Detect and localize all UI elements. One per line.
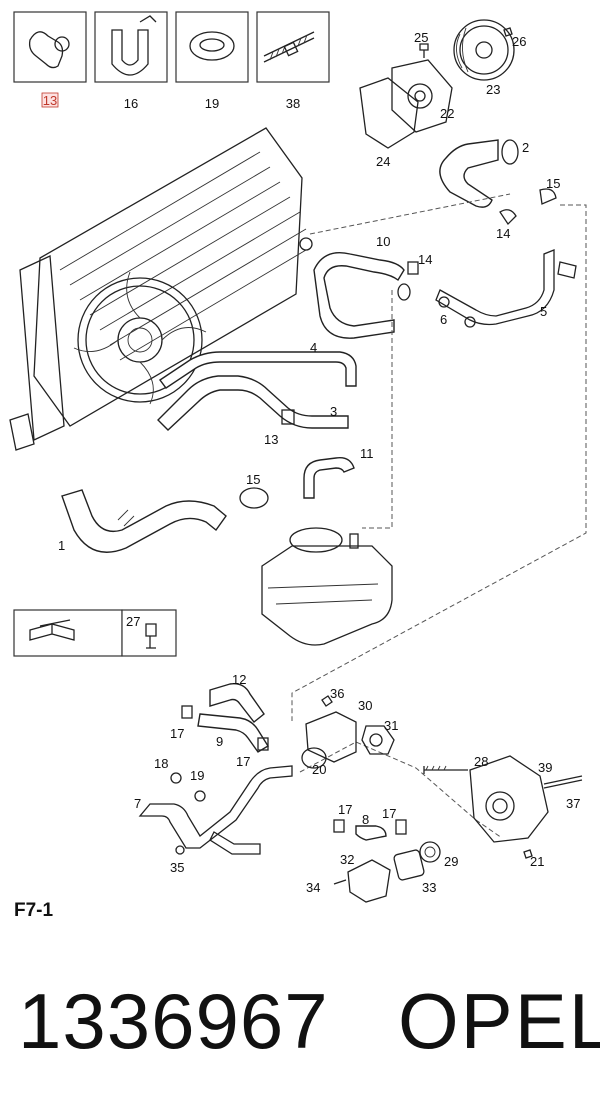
callout-13: 13	[264, 432, 278, 447]
pump-body	[391, 59, 453, 133]
hose-4: 4	[158, 340, 357, 389]
radiator-core	[33, 127, 303, 427]
callout-22: 22	[440, 106, 454, 121]
callout-35: 35	[170, 860, 184, 875]
section-code: F7-1	[14, 900, 54, 921]
callout-20: 20	[312, 762, 326, 777]
lower-small-parts: 17 8 17 32 29 34 33	[306, 802, 458, 903]
callout-14a: 14	[496, 226, 510, 241]
callout-15b: 15	[246, 472, 260, 487]
manual-reference-box[interactable]: 27	[13, 609, 177, 657]
header-ref-38: 38	[286, 96, 300, 111]
tank-cap	[289, 527, 343, 553]
header-box-19[interactable]: 19	[175, 11, 249, 111]
callout-3: 3	[330, 404, 337, 419]
expansion-tank	[261, 527, 393, 646]
callout-5: 5	[540, 304, 547, 319]
fan-motor	[117, 317, 163, 363]
callout-25: 25	[414, 30, 428, 45]
header-box-38[interactable]: 38	[256, 11, 330, 111]
brand-name: OPEL	[398, 977, 600, 1065]
callout-27: 27	[126, 614, 140, 629]
highlight-mark	[41, 92, 59, 108]
callout-21: 21	[530, 854, 544, 869]
callout-1: 1	[58, 538, 65, 553]
hose-10: 10 14	[313, 234, 432, 339]
callout-7: 7	[134, 796, 141, 811]
header-box-13[interactable]: 13	[13, 11, 87, 108]
callout-32: 32	[340, 852, 354, 867]
header-box-16[interactable]: 16	[94, 11, 168, 111]
callout-8: 8	[362, 812, 369, 827]
callout-2: 2	[522, 140, 529, 155]
hose-1: 15 1	[58, 472, 269, 553]
pipe-5: 5 6	[435, 249, 577, 328]
header-ref-13: 13	[43, 93, 57, 108]
callout-17a: 17	[170, 726, 184, 741]
callout-37: 37	[566, 796, 580, 811]
callout-17c: 17	[338, 802, 352, 817]
callout-14b: 14	[418, 252, 432, 267]
callout-11: 11	[360, 446, 374, 461]
header-ref-19: 19	[205, 96, 219, 111]
callout-17d: 17	[382, 806, 396, 821]
radiator-assembly	[9, 127, 313, 451]
callout-31: 31	[384, 718, 398, 733]
callout-33: 33	[422, 880, 436, 895]
hose-2: 2 15 14	[439, 139, 560, 241]
sensor-icon	[145, 623, 157, 649]
pipe-7: 18 19 20 7 35	[134, 747, 327, 875]
fan-shroud	[77, 277, 203, 403]
thermostat-housing-28: 28 39 37 21	[423, 754, 583, 869]
callout-30: 30	[358, 698, 372, 713]
water-pump-group: 25 26 23 22 24	[359, 19, 526, 169]
dashed-guides	[291, 193, 587, 839]
callout-19: 19	[190, 768, 204, 783]
callout-24: 24	[376, 154, 390, 169]
callout-10: 10	[376, 234, 390, 249]
thermostat-housing-30: 36 30 31	[305, 686, 398, 763]
pump-gasket	[359, 77, 419, 149]
callout-15a: 15	[546, 176, 560, 191]
callout-26: 26	[512, 34, 526, 49]
callout-17b: 17	[236, 754, 250, 769]
callout-4: 4	[310, 340, 317, 355]
callout-9: 9	[216, 734, 223, 749]
pump-pulley	[453, 19, 515, 81]
callout-39: 39	[538, 760, 552, 775]
callout-6: 6	[440, 312, 447, 327]
hose-12: 12	[209, 672, 265, 723]
callout-36: 36	[330, 686, 344, 701]
hose-3: 3 13	[157, 375, 349, 447]
radiator-side-tank	[19, 255, 65, 441]
callout-12: 12	[232, 672, 246, 687]
callout-28: 28	[474, 754, 488, 769]
hose-9: 17 9 17	[170, 705, 269, 769]
callout-29: 29	[444, 854, 458, 869]
hose-11: 11	[303, 446, 374, 499]
part-number: 1336967	[18, 977, 329, 1065]
callout-23: 23	[486, 82, 500, 97]
callout-18: 18	[154, 756, 168, 771]
header-ref-16: 16	[124, 96, 138, 111]
callout-34: 34	[306, 880, 320, 895]
